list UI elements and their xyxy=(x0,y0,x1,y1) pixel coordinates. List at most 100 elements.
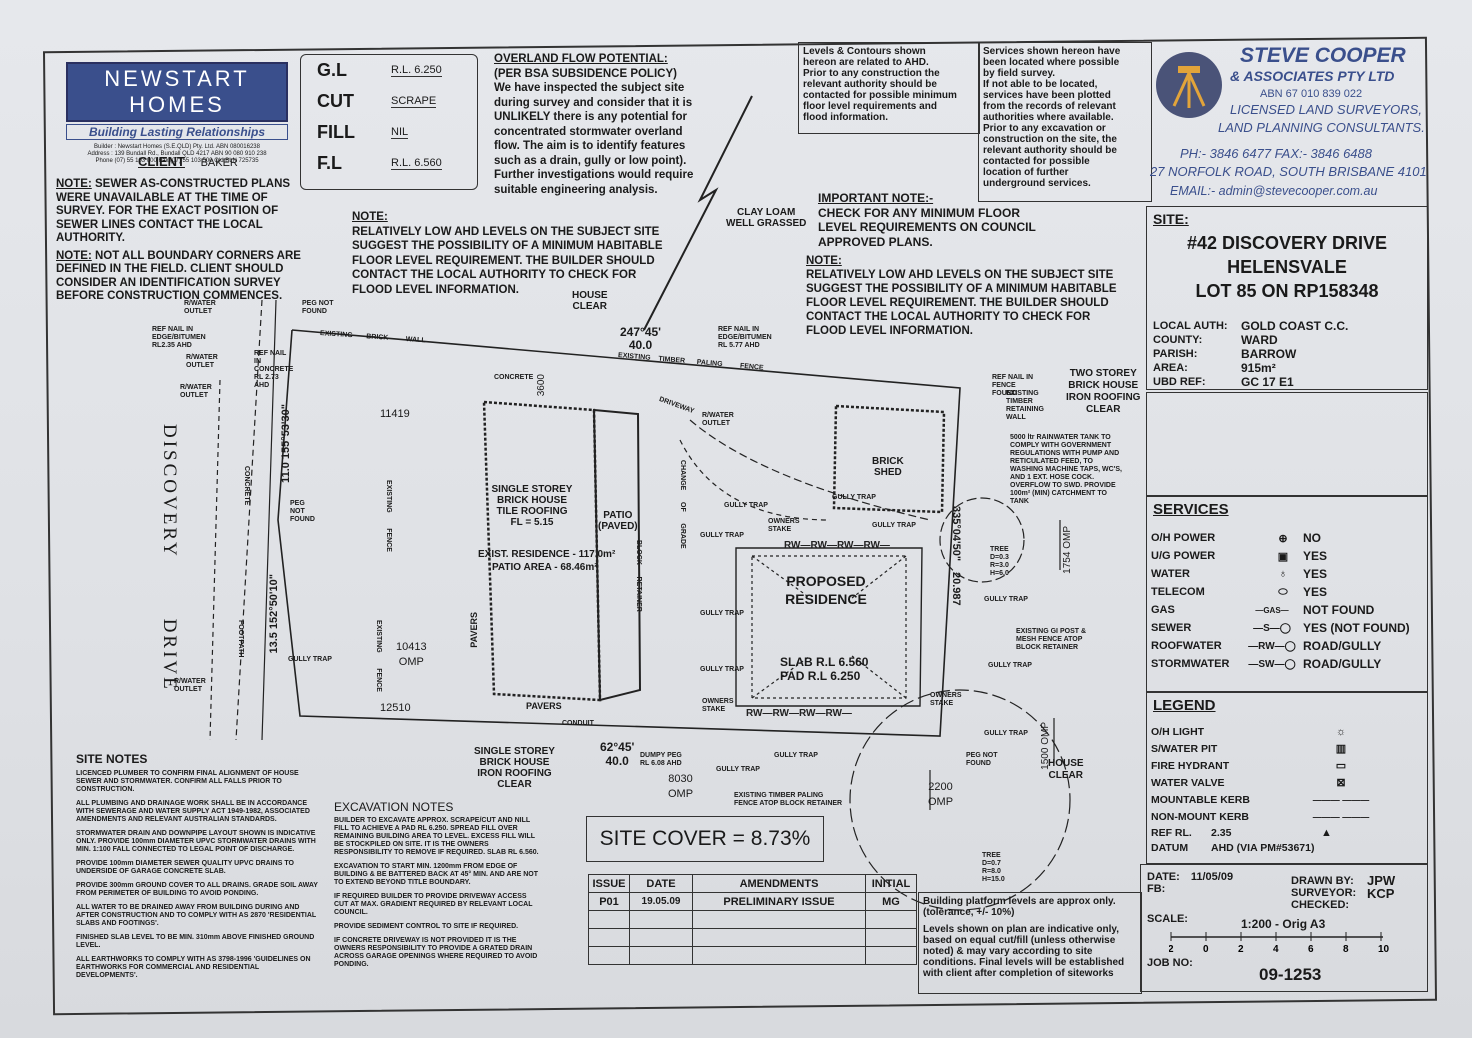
service-row: GAS—GAS—NOT FOUND xyxy=(1151,601,1410,619)
note-title: IMPORTANT NOTE:- xyxy=(818,191,934,205)
issue-header: AMENDMENTS xyxy=(692,874,866,893)
single-storey-bottom: SINGLE STOREY BRICK HOUSE IRON ROOFING C… xyxy=(474,746,555,790)
excavation-item: IF REQUIRED BUILDER TO PROVIDE DRIVEWAY … xyxy=(334,893,533,916)
rwater-outlet: R/WATER OUTLET xyxy=(186,354,218,369)
ref-nail-1: REF NAIL IN EDGE/BITUMEN RL2.35 AHD xyxy=(152,326,206,349)
house-clear-right: HOUSE CLEAR xyxy=(1048,758,1084,782)
note-line: FLOOD LEVEL INFORMATION. xyxy=(806,325,973,337)
bearing: 152°50'10" xyxy=(268,574,280,630)
legend-label: O/H LIGHT xyxy=(1151,725,1205,738)
ref-nail-3: REF NAIL IN EDGE/BITUMEN RL 5.77 AHD xyxy=(718,326,772,349)
legend-label: WATER VALVE xyxy=(1151,776,1225,789)
tree-label: TREE D=0.3 R=3.0 H=6.0 xyxy=(990,546,1009,577)
clay-label: CLAY LOAM WELL GRASSED xyxy=(726,207,806,229)
builder-detail: Builder : Newstart Homes (S.E.QLD) Pty. … xyxy=(94,144,260,150)
legend-title: LEGEND xyxy=(1153,697,1216,714)
services-note: Services shown hereon have been located … xyxy=(978,42,1152,202)
distance: 40.0 xyxy=(605,754,629,768)
site-note-item: LICENCED PLUMBER TO CONFIRM FINAL ALIGNM… xyxy=(76,770,299,793)
service-label: U/G POWER xyxy=(1151,550,1216,562)
pavers-label: PAVERS xyxy=(526,701,562,711)
dim-omp: OMP xyxy=(1040,722,1051,745)
legend-label: FIRE HYDRANT xyxy=(1151,759,1230,772)
gully-trap: GULLY TRAP xyxy=(988,662,1032,669)
service-row: TELECOM⬭YES xyxy=(1151,583,1410,601)
neighbour-line: CLEAR xyxy=(497,779,532,790)
excavation-title: EXCAVATION NOTES xyxy=(334,800,454,814)
overland-line: UNLIKELY there is any potential for xyxy=(494,111,687,123)
services-note-line: been located where possible xyxy=(983,57,1120,68)
bearing: 62°45' xyxy=(600,740,635,754)
services-note-line: authorities where available. xyxy=(983,112,1114,123)
left-notes: NOTE: SEWER AS-CONSTRUCTED PLANS WERE UN… xyxy=(56,178,314,304)
note-line: CONTACT THE LOCAL AUTHORITY TO CHECK FOR xyxy=(352,269,637,281)
gully-trap: GULLY TRAP xyxy=(716,766,760,773)
dim-1754: 1754 OMP xyxy=(1062,526,1073,574)
legend-row: MOUNTABLE KERB——— ——— xyxy=(1151,791,1411,808)
site-detail-value: BARROW xyxy=(1241,347,1297,361)
site-label: SITE: xyxy=(1153,211,1189,227)
site-detail-key: PARISH: xyxy=(1153,348,1198,360)
drawing-info-box: DATE: 11/05/09 FB: DRAWN BY: JPW SURVEYO… xyxy=(1140,864,1428,992)
stormwater-line-icon: —SW—◯ xyxy=(1248,658,1296,670)
issue-cell: 19.05.09 xyxy=(629,892,693,911)
platform-line: based on equal cut/fill (unless otherwis… xyxy=(923,935,1116,946)
level-key: G.L xyxy=(317,60,347,80)
site-detail-value: 915m² xyxy=(1241,361,1276,375)
services-note-line: location of further xyxy=(983,167,1069,178)
legend-row: FIRE HYDRANT▭ xyxy=(1151,757,1411,774)
surveyor-line1: LICENSED LAND SURVEYORS, xyxy=(1230,102,1422,117)
tripod-icon xyxy=(1172,66,1206,108)
ref-nail-4: REF NAIL IN FENCE FOUND xyxy=(992,374,1034,397)
owners-stake: OWNERS STAKE xyxy=(702,698,734,713)
overland-title: OVERLAND FLOW POTENTIAL: xyxy=(494,53,668,65)
patio-area: PATIO AREA - 68.46m² xyxy=(492,562,598,573)
services-box: SERVICES O/H POWER⊕NO U/G POWER▣YES WATE… xyxy=(1146,496,1428,692)
scale-tick-label: 2 xyxy=(1169,944,1174,953)
clear-line: HOUSE xyxy=(1048,758,1084,769)
scale-tick-label: 8 xyxy=(1343,944,1349,953)
date-key: DATE: xyxy=(1147,871,1180,883)
services-list: O/H POWER⊕NO U/G POWER▣YES WATER♁YES TEL… xyxy=(1151,529,1410,673)
overland-line: suitable engineering analysis. xyxy=(494,183,658,196)
issue-header: ISSUE xyxy=(588,874,630,893)
water-icon: ♁ xyxy=(1278,568,1288,580)
surveyor-address: 27 NORFOLK ROAD, SOUTH BRISBANE 4101 xyxy=(1150,164,1427,179)
builder-detail: Phone (07) 55 103 000 Fax (07) 55 103 50… xyxy=(95,158,259,164)
note-text: SEWER AS-CONSTRUCTED PLANS WERE UNAVAILA… xyxy=(56,178,291,244)
tree-small xyxy=(939,497,1025,583)
rwater-outlet: R/WATER OUTLET xyxy=(174,678,206,693)
svg-text:RW—RW—RW—RW—: RW—RW—RW—RW— xyxy=(746,708,852,719)
note-line: APPROVED PLANS. xyxy=(818,234,933,249)
levels-note-line: relevant authority should be xyxy=(803,79,937,90)
dumpy-peg-label: DUMPY PEG RL 6.08 AHD xyxy=(640,752,682,767)
oh-light-icon: ☼ xyxy=(1335,725,1347,738)
overland-line: flow. The aim is to identify features xyxy=(494,140,686,152)
services-note-line: Services shown hereon have xyxy=(983,46,1121,57)
services-note-line: services have been plotted xyxy=(983,90,1111,101)
neighbour-line: SINGLE STOREY xyxy=(474,746,555,757)
ref-triangle-icon: ▲ xyxy=(1321,826,1332,839)
services-note-line: contacted for possible xyxy=(983,156,1090,167)
excavation-notes: EXCAVATION NOTES BUILDER TO EXCAVATE APP… xyxy=(334,800,540,969)
platform-line: Levels shown on plan are indicative only… xyxy=(923,924,1119,935)
dim-value: 8030 xyxy=(668,773,693,785)
proposed-text: PROPOSED xyxy=(786,573,866,589)
exist-area-label: EXIST. RESIDENCE - 117.0m² PATIO AREA - … xyxy=(478,548,615,574)
site-detail-row: COUNTY:WARD xyxy=(1153,333,1348,347)
legend-row: S/WATER PIT▥ xyxy=(1151,740,1411,757)
overland-line: during survey and consider that it is xyxy=(494,96,693,109)
house-line: SINGLE STOREY xyxy=(491,484,573,495)
site-address: #42 DISCOVERY DRIVE xyxy=(1186,233,1388,253)
non-mount-kerb-icon: ——— ——— xyxy=(1312,811,1370,822)
date-value: 11/05/09 xyxy=(1190,871,1234,883)
services-note-line: by field survey. xyxy=(983,68,1056,79)
legend-row: NON-MOUNT KERB——— ——— xyxy=(1151,808,1411,825)
builder-tagline: Building Lasting Relationships xyxy=(66,124,288,140)
level-value: R.L. 6.560 xyxy=(391,157,442,170)
flood-note-middle: NOTE: RELATIVELY LOW AHD LEVELS ON THE S… xyxy=(352,210,692,297)
owners-stake: OWNERS STAKE xyxy=(768,518,800,533)
